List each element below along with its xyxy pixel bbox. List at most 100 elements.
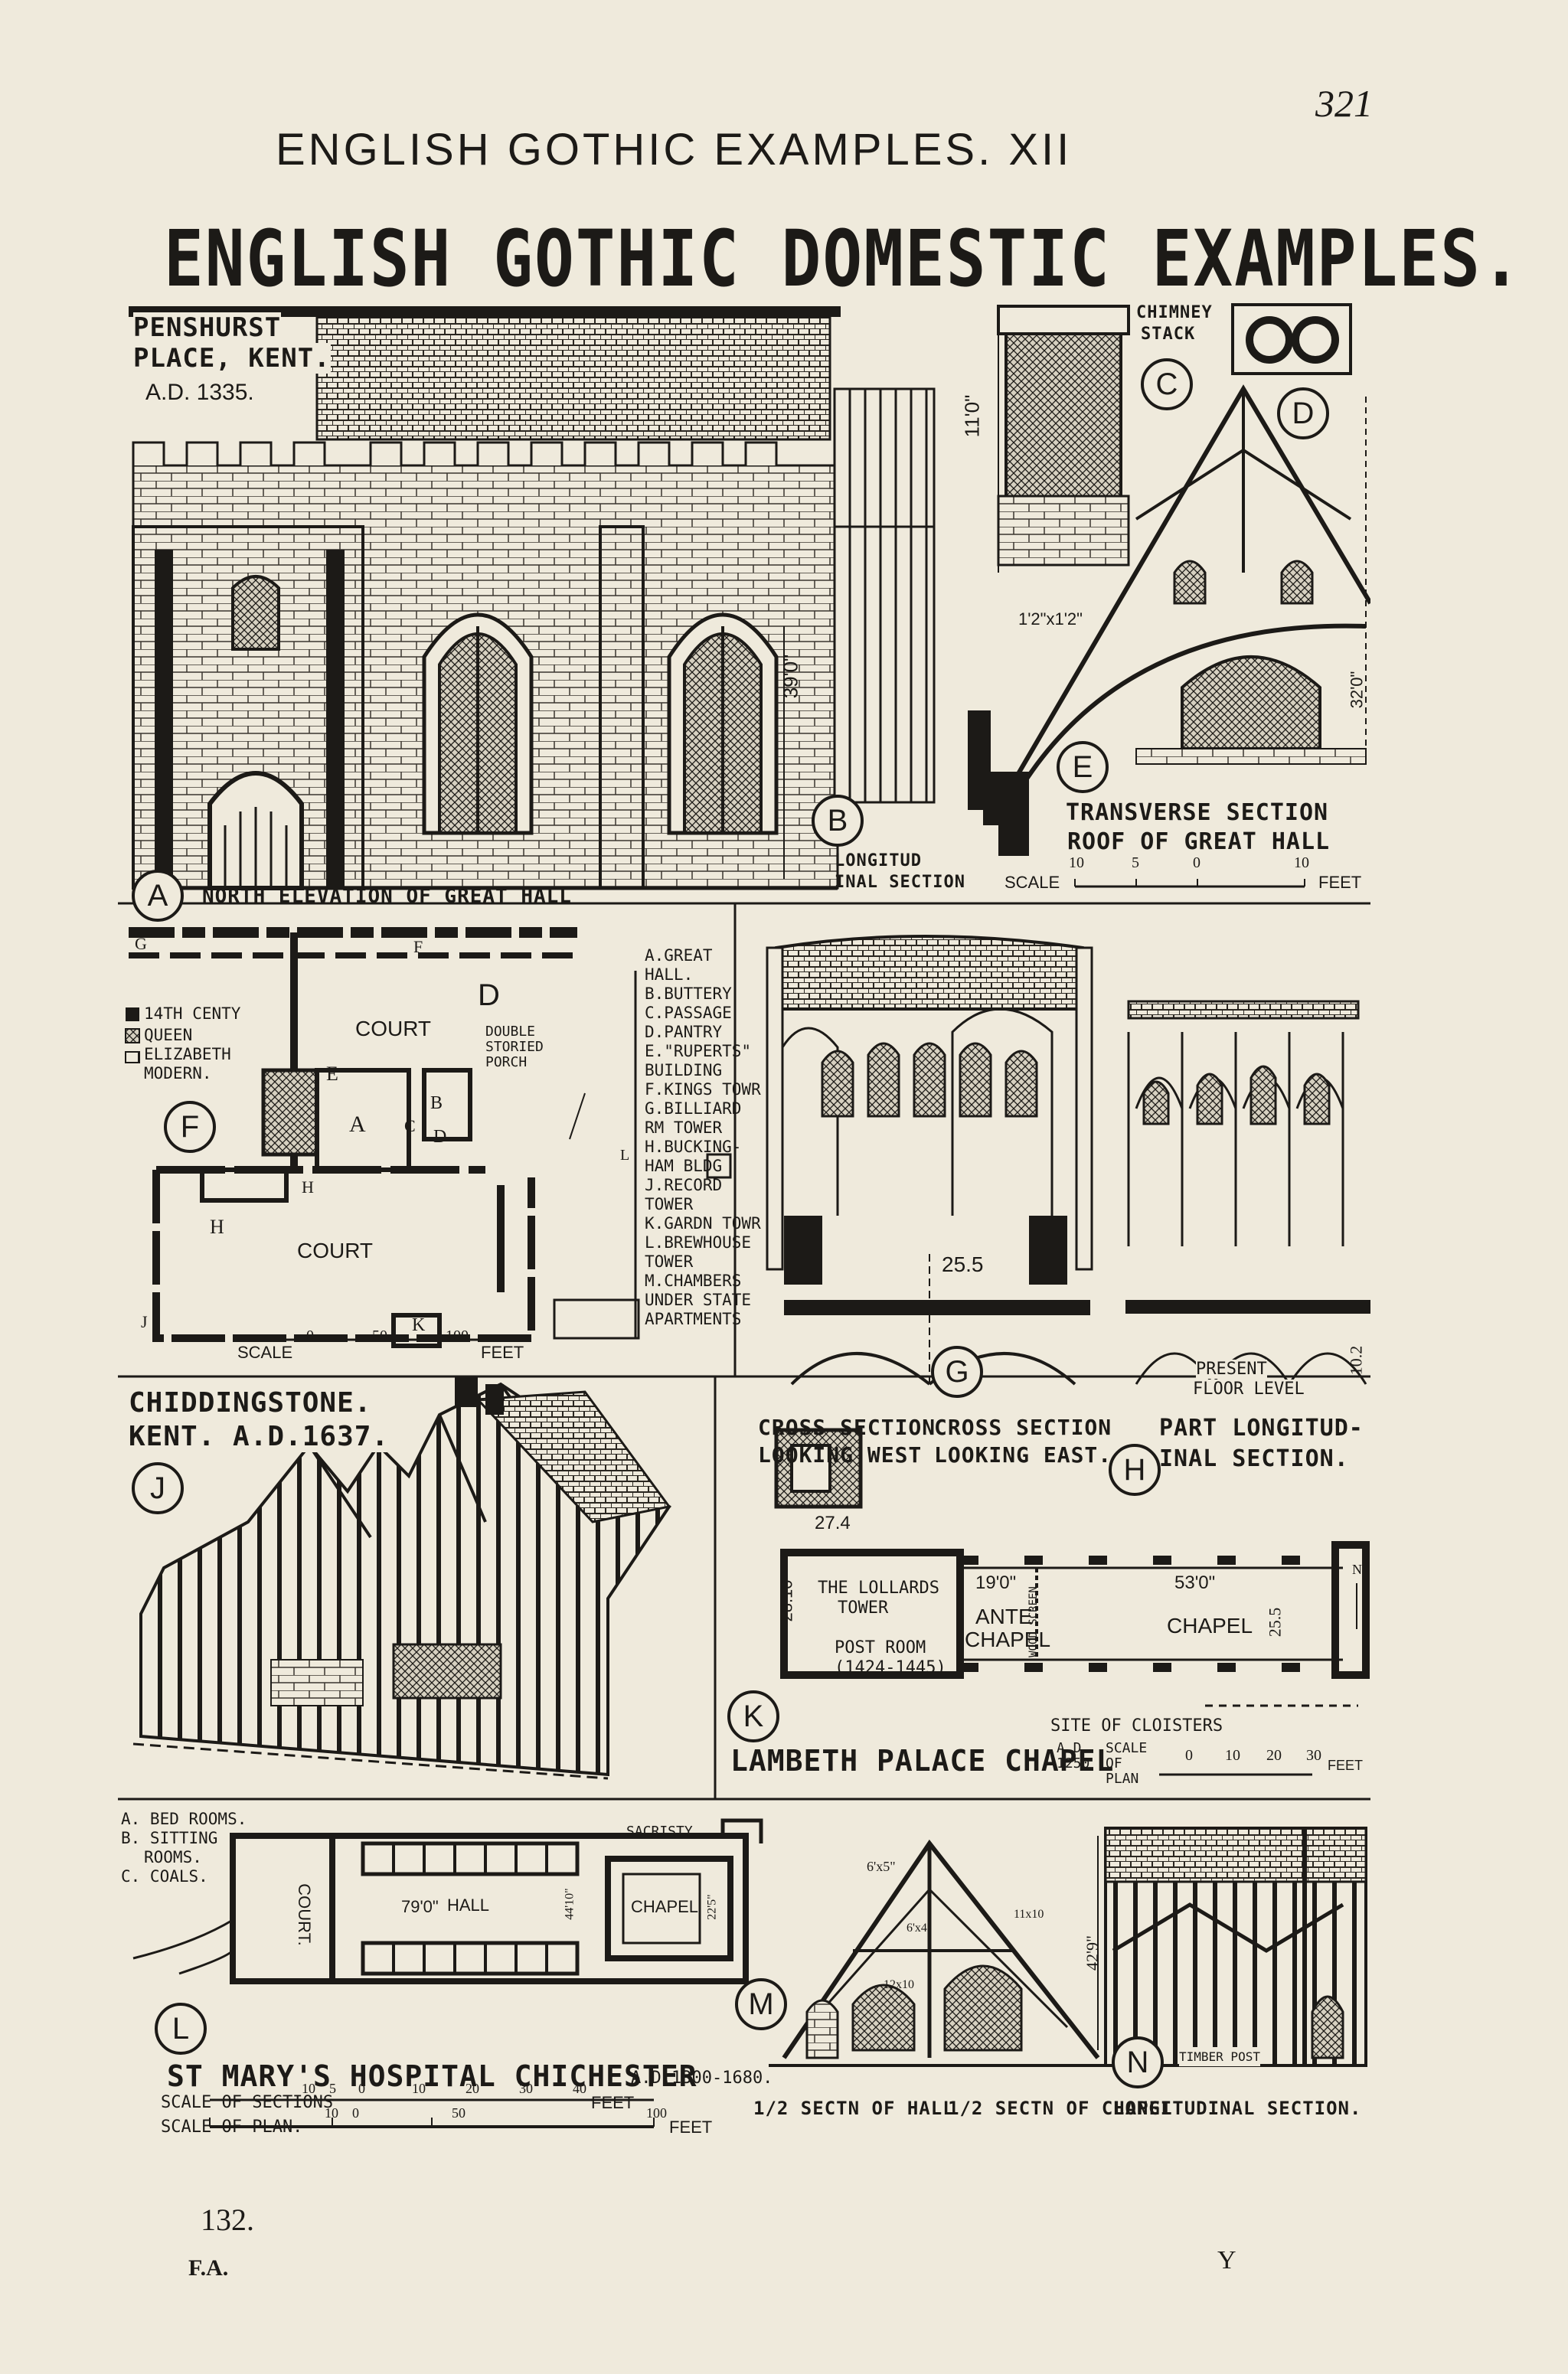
plan-scale-tick-100: 100 bbox=[446, 1327, 469, 1344]
scale-plan-unit: FEET bbox=[669, 2118, 713, 2137]
plan-letter-k: K bbox=[412, 1315, 426, 1335]
running-head: ENGLISH GOTHIC EXAMPLES. XII bbox=[276, 125, 1073, 175]
height-dimension-39: 39'0" bbox=[779, 654, 802, 699]
room-key-line-2: HALL. bbox=[645, 965, 694, 984]
caption-part-long-1: PART LONGITUD- bbox=[1159, 1415, 1364, 1442]
folio-number: 132. bbox=[201, 2203, 254, 2237]
post-room-2: (1424-1445) bbox=[835, 1658, 946, 1677]
caption-longitudinal-2: INAL SECTION bbox=[835, 873, 965, 892]
lambeth-scale-tick-10: 10 bbox=[1225, 1747, 1240, 1764]
st-marys-plan-drawing bbox=[132, 1818, 763, 2128]
room-key-line-8: F.KINGS TOWR bbox=[645, 1080, 761, 1099]
caption-north-elevation: NORTH ELEVATION OF GREAT HALL bbox=[202, 885, 572, 908]
scale-sections-tick-3: 0 bbox=[358, 2081, 365, 2096]
scale-sections-tick-5: 20 bbox=[466, 2081, 479, 2096]
room-key: A.GREAT HALL. B.BUTTERY C.PASSAGE D.PANT… bbox=[645, 946, 761, 1329]
st-marys-title: ST MARY'S HOSPITAL CHICHESTER bbox=[167, 2059, 697, 2093]
label-M: M bbox=[735, 1978, 787, 2030]
timber-dim-4: 12x10 bbox=[884, 1978, 914, 1991]
roof-height: 32'0" bbox=[1347, 671, 1367, 709]
legend-modern: MODERN. bbox=[144, 1064, 212, 1083]
plan-letter-c: C bbox=[404, 1116, 416, 1135]
ante-chapel-1: ANTE bbox=[975, 1605, 1033, 1628]
label-B: B bbox=[812, 795, 864, 847]
drawing-plate: PENSHURST PLACE, KENT. A.D. 1335. 39'0" … bbox=[118, 297, 1370, 2159]
longitudinal-section-drawing bbox=[833, 387, 991, 810]
scale-plan-tick-2: 0 bbox=[352, 2105, 359, 2121]
room-key-line-1: A.GREAT bbox=[645, 946, 713, 965]
lambeth-scale-tick-30: 30 bbox=[1306, 1747, 1321, 1764]
room-key-line-3: B.BUTTERY bbox=[645, 985, 732, 1003]
room-key-line-10: RM TOWER bbox=[645, 1118, 723, 1137]
st-marys-date: A.D.1300-1680. bbox=[631, 2069, 773, 2088]
caption-transverse-1: TRANSVERSE SECTION bbox=[1066, 799, 1329, 826]
long-section-height: 42'9" bbox=[1082, 1935, 1102, 1971]
label-L: L bbox=[155, 2003, 207, 2055]
plan-court-upper: COURT bbox=[355, 1017, 432, 1040]
roof-scale-tick-2: 5 bbox=[1132, 854, 1139, 871]
caption-cross-east-2: LOOKING EAST. bbox=[934, 1442, 1112, 1468]
caption-chimney-1: CHIMNEY bbox=[1136, 303, 1213, 322]
room-key-line-9: G.BILLIARD bbox=[645, 1099, 742, 1118]
plan-letter-h2: H bbox=[210, 1216, 224, 1238]
plan-letter-h1: H bbox=[302, 1177, 314, 1197]
room-key-line-18: M.CHAMBERS bbox=[645, 1272, 742, 1290]
scale-sections-tick-1: 10 bbox=[302, 2081, 315, 2096]
caption-longitudinal-section: LONGITUDINAL SECTION. bbox=[1113, 2098, 1362, 2119]
scale-plan-tick-1: 10 bbox=[325, 2105, 338, 2121]
chapel-label: CHAPEL bbox=[1167, 1614, 1253, 1638]
legend-queen-elizabeth: QUEEN ELIZABETH bbox=[144, 1026, 231, 1063]
floor-dim: 10.2 bbox=[1346, 1345, 1366, 1376]
scale-plan-label: SCALE OF PLAN. bbox=[161, 2118, 303, 2137]
lambeth-scale-tick-20: 20 bbox=[1266, 1747, 1282, 1764]
plan-scale-tick-50: 50 bbox=[372, 1327, 387, 1344]
label-G: G bbox=[931, 1346, 983, 1398]
label-E: E bbox=[1057, 741, 1109, 793]
roof-scale-tick-1: 10 bbox=[1069, 854, 1084, 871]
caption-chimney-2: STACK bbox=[1141, 325, 1196, 344]
room-key-line-7: BUILDING bbox=[645, 1061, 723, 1079]
scale-sections-tick-2: 5 bbox=[329, 2081, 336, 2096]
roof-scale-label: SCALE bbox=[1004, 873, 1060, 892]
plan-letter-a: A bbox=[349, 1112, 366, 1137]
post-room-1: POST ROOM bbox=[835, 1638, 926, 1657]
lambeth-dim-width: 25.5 bbox=[1265, 1607, 1285, 1638]
lambeth-span-dim: 25.5 bbox=[942, 1252, 984, 1277]
st-marys-longitudinal-drawing bbox=[1097, 1827, 1367, 2067]
room-key-line-4: C.PASSAGE bbox=[645, 1004, 732, 1022]
plan-letter-d: D bbox=[433, 1127, 447, 1147]
signature-right: Y bbox=[1217, 2246, 1236, 2274]
room-key-line-15: K.GARDN TOWR bbox=[645, 1214, 761, 1233]
plan-letter-j: J bbox=[141, 1312, 148, 1331]
signature-left: F.A. bbox=[188, 2255, 229, 2281]
plate-linework bbox=[118, 303, 1370, 2128]
caption-longitudinal-1: LONGITUD bbox=[835, 851, 922, 870]
label-A: A bbox=[132, 870, 184, 922]
half-sections-drawing bbox=[769, 1839, 1113, 2067]
plan-scale-unit: FEET bbox=[481, 1343, 524, 1362]
plan-letter-f: F bbox=[413, 937, 423, 956]
floor-note-2: FLOOR LEVEL bbox=[1193, 1380, 1305, 1399]
penshurst-title-2: PLACE, KENT. bbox=[133, 343, 331, 374]
room-key-line-19: UNDER STATE bbox=[645, 1291, 752, 1309]
lollards-tower-1: THE LOLLARDS bbox=[818, 1579, 939, 1598]
roof-scale-tick-3: 0 bbox=[1193, 854, 1200, 871]
st-marys-key-2: B. SITTING bbox=[121, 1829, 218, 1847]
label-J: J bbox=[132, 1462, 184, 1514]
plan-letter-e: E bbox=[326, 1063, 338, 1085]
st-marys-hall-length: 79'0" bbox=[401, 1897, 439, 1916]
penshurst-title-1: PENSHURST bbox=[133, 312, 282, 343]
transverse-section-drawing bbox=[983, 384, 1370, 888]
lambeth-dim-tower: 27.4 bbox=[815, 1513, 851, 1533]
plan-d-label: D bbox=[478, 978, 500, 1012]
st-marys-key: A. BED ROOMS. B. SITTING ROOMS. C. COALS… bbox=[121, 1810, 247, 1886]
north-indicator: N bbox=[1352, 1562, 1362, 1577]
st-marys-court: COURT. bbox=[294, 1883, 314, 1946]
scale-sections-tick-6: 30 bbox=[519, 2081, 533, 2096]
caption-cross-west-2: LOOKING WEST bbox=[758, 1442, 923, 1468]
lambeth-scale-unit: FEET bbox=[1328, 1758, 1364, 1773]
st-marys-chapel: CHAPEL bbox=[631, 1897, 699, 1916]
scale-sections-label: SCALE OF SECTIONS bbox=[161, 2093, 334, 2112]
room-key-line-5: D.PANTRY bbox=[645, 1023, 723, 1041]
caption-half-hall: 1/2 SECTN OF HALL bbox=[753, 2098, 955, 2119]
